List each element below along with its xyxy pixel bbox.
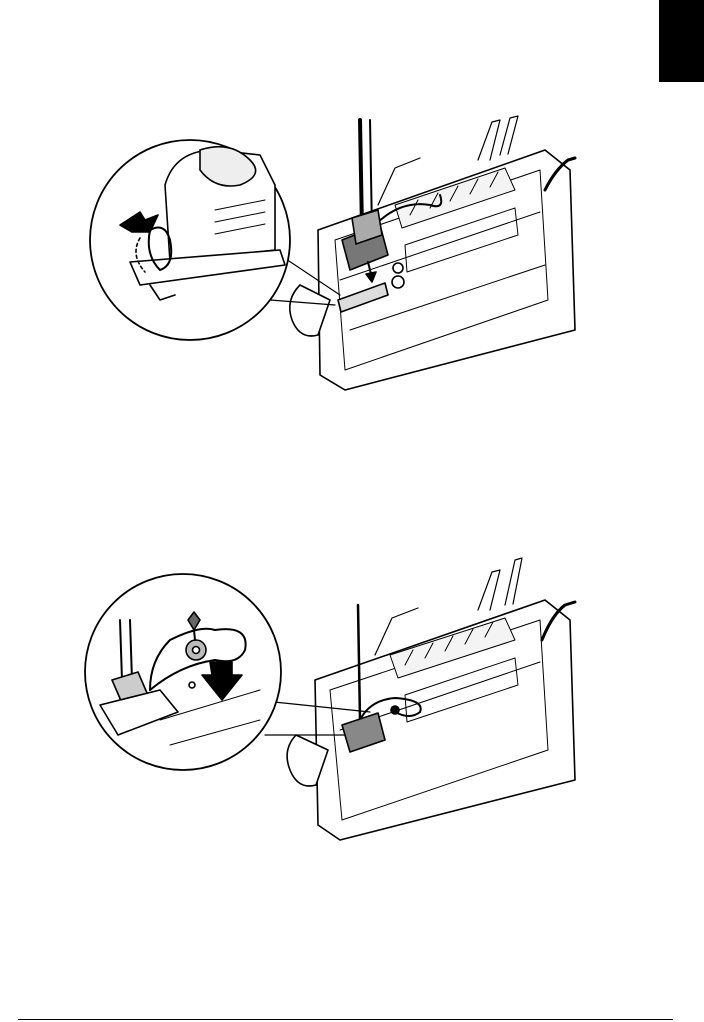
footer-rule	[18, 1019, 673, 1020]
ground-wire-illustration	[0, 548, 704, 848]
section-thumb-tab	[659, 0, 704, 82]
figure-connect-cable	[0, 100, 704, 400]
figure-ground-wire	[0, 548, 704, 848]
cable-connect-illustration	[0, 100, 704, 400]
